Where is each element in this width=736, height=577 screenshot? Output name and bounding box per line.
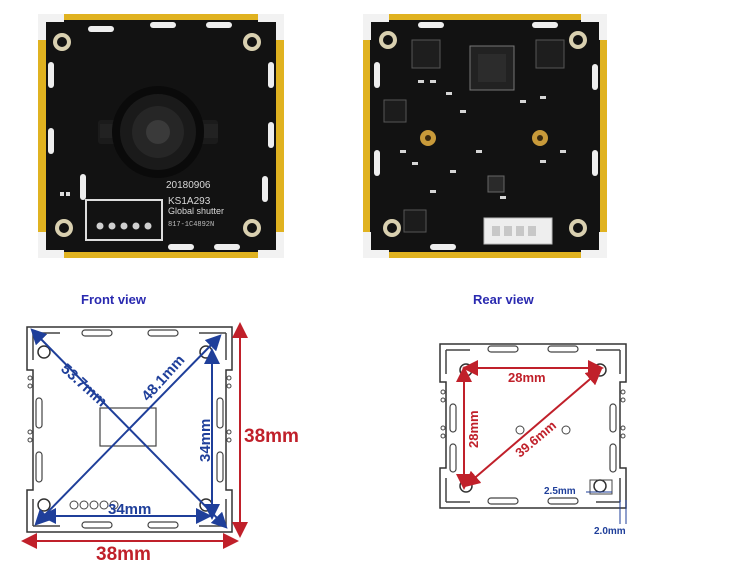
front-inner-vertical-label: 34mm <box>197 419 214 462</box>
rear-edge-offset-label: 2.0mm <box>594 526 626 537</box>
front-inner-horizontal-label: 34mm <box>108 501 151 518</box>
front-outer-horizontal-label: 38mm <box>96 544 151 565</box>
front-view-caption: Front view <box>81 292 147 307</box>
rear-top-label: 28mm <box>508 370 546 385</box>
front-outer-vertical-label: 38mm <box>244 426 299 447</box>
rear-hole-offset-label: 2.5mm <box>544 486 576 497</box>
rear-view-caption: Rear view <box>473 292 534 307</box>
rear-side-label: 28mm <box>466 410 481 448</box>
